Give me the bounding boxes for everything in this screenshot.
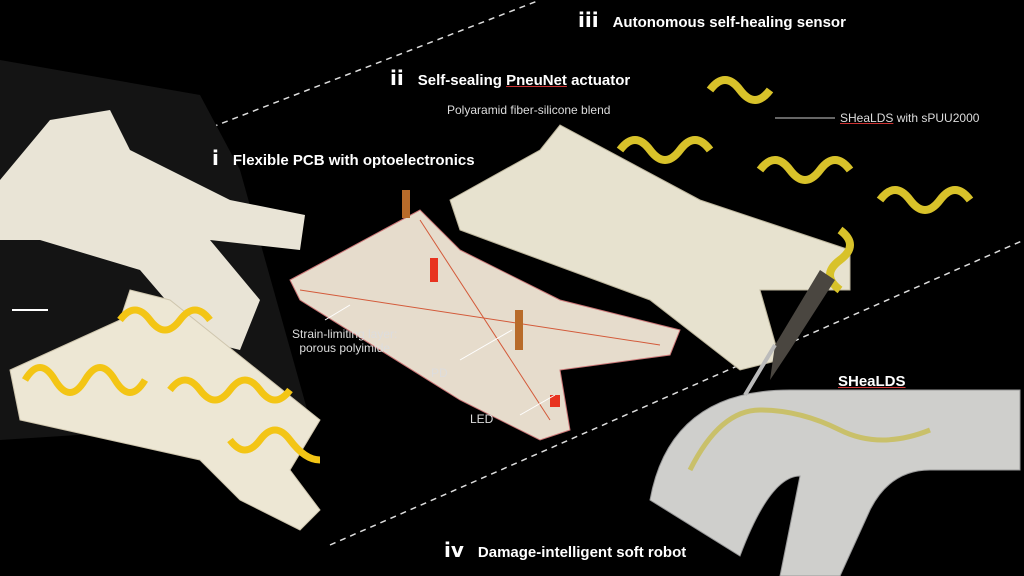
sheal-wave xyxy=(706,76,774,104)
led-component xyxy=(550,395,560,407)
robot-body-i xyxy=(9,289,321,531)
sheal-wave xyxy=(876,186,974,214)
sensor-wave xyxy=(227,426,321,464)
pd-label: PD xyxy=(431,366,448,380)
pneunet-actuator xyxy=(449,124,851,371)
sensor-wave xyxy=(117,306,213,334)
sheal-robot-label: SHeaLDS xyxy=(838,373,906,390)
sheal-wave xyxy=(756,156,854,184)
flexible-pcb xyxy=(289,209,681,441)
sheal-wave xyxy=(687,407,931,472)
strain-limiting-label: Strain-limiting layer:porous polyimide xyxy=(292,327,398,355)
led-component xyxy=(402,190,410,218)
sensor-wave xyxy=(21,364,149,396)
knife-icon xyxy=(770,270,835,380)
polyaramid-label: Polyaramid fiber-silicone blend xyxy=(447,103,611,117)
led-label: LED xyxy=(470,412,494,426)
soft-robot-iv xyxy=(649,389,1021,576)
led-component xyxy=(430,258,438,282)
sheal-wave xyxy=(616,136,714,164)
divider-line xyxy=(329,239,1024,546)
sheal-sensor-label: SHeaLDS with sPUU2000 xyxy=(840,111,980,125)
pd-component xyxy=(515,310,523,350)
sensor-wave xyxy=(167,376,293,404)
photo-robot xyxy=(0,110,305,350)
